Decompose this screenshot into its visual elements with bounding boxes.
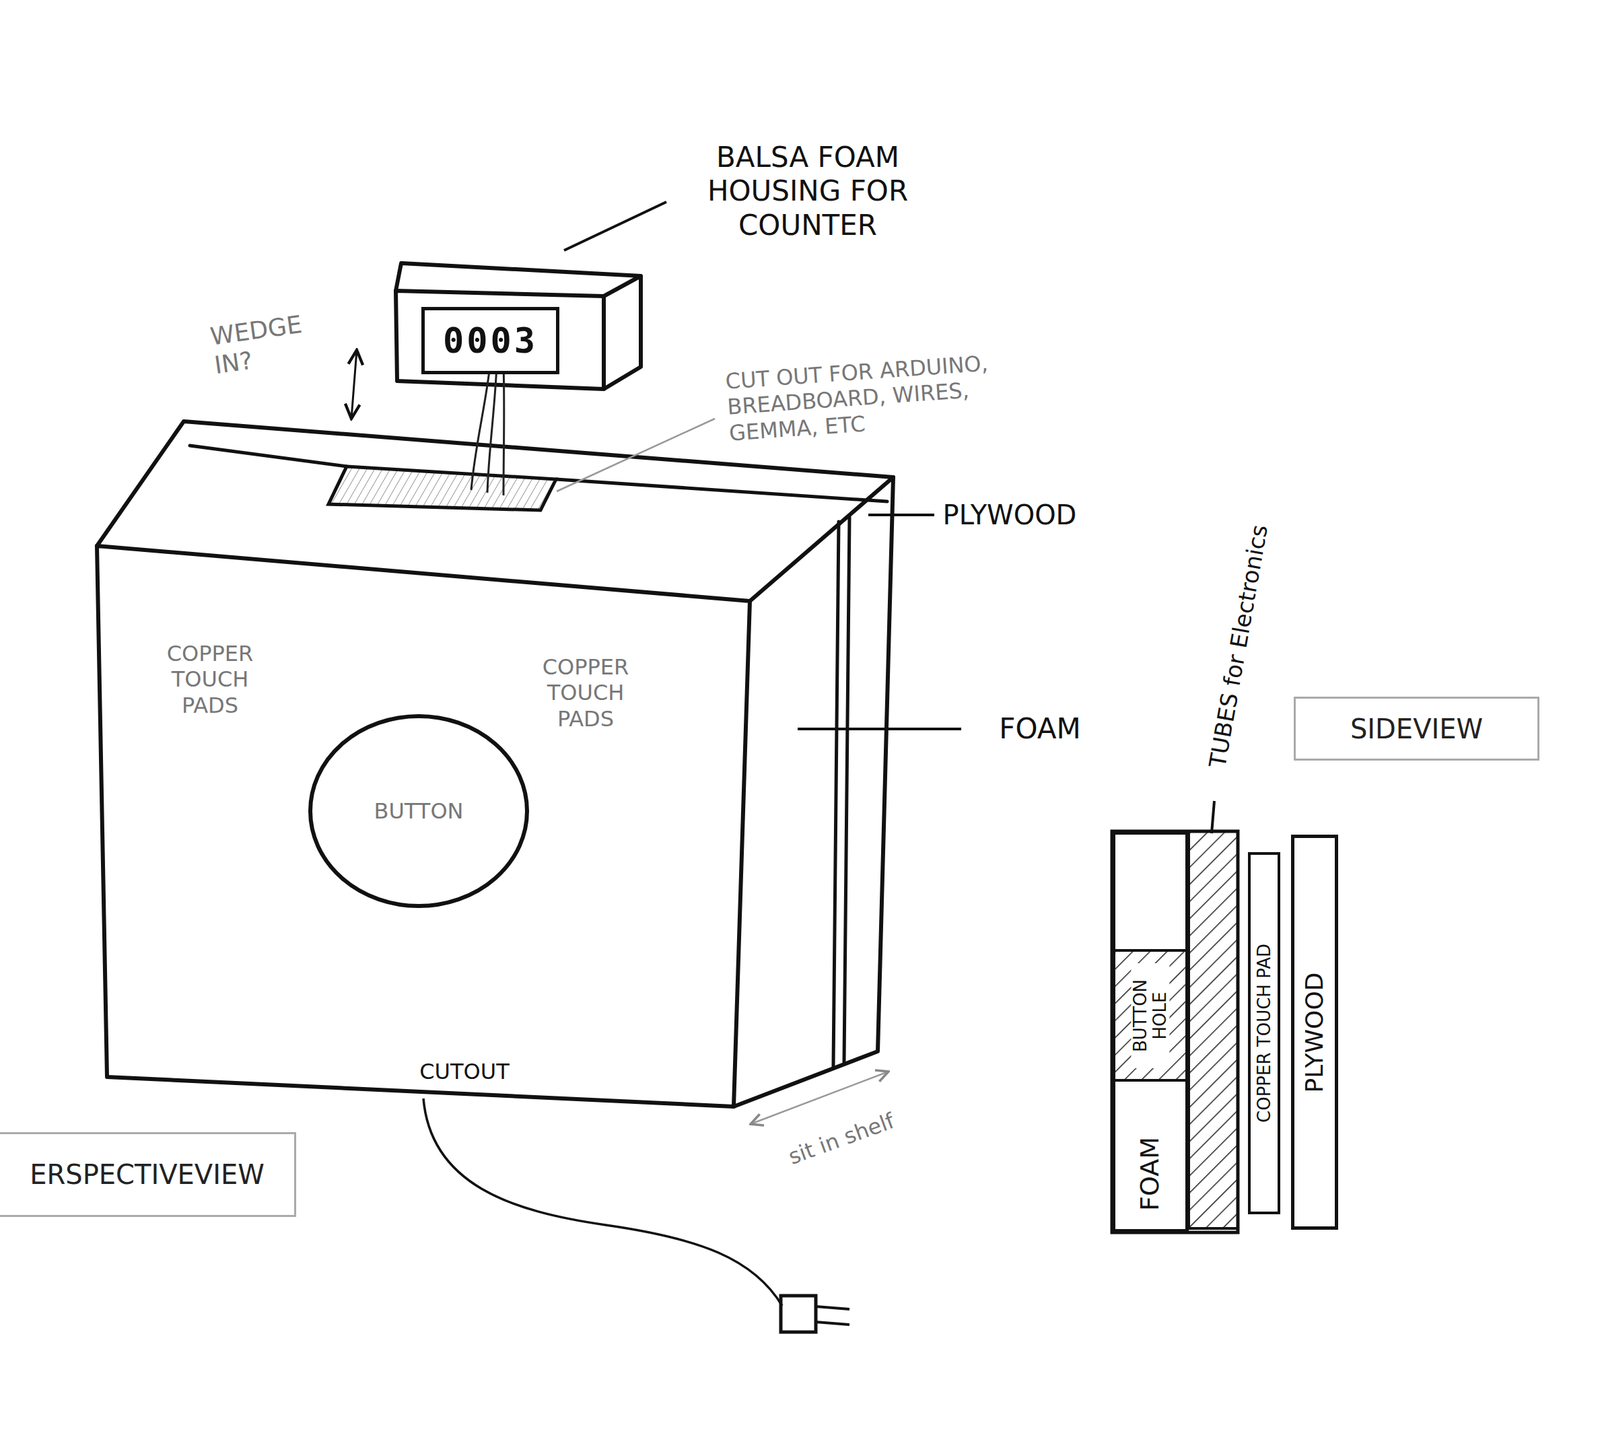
part-name: PLYWOOD [943,498,1077,532]
node-text: PLYWOOD [1301,971,1329,1093]
front-face [96,545,750,1107]
node-text: SIDEVIEW [1350,712,1483,746]
callout-label: TUBES for Electronics [1203,522,1274,770]
top-groove-line [555,479,888,502]
leader-line [564,201,667,251]
part-name: COPPER TOUCH PADS [152,640,268,719]
counter-display: 0003 [421,306,560,375]
part-name: FOAM [998,712,1081,746]
plywood-layer: PLYWOOD [1291,834,1339,1230]
leader-line [556,418,715,492]
housing-top [395,263,641,297]
button-ellipse [310,716,528,907]
note-label: WEDGE IN? [208,306,330,380]
note-label: sit in shelf [784,1107,898,1170]
node-text: BUTTON [373,798,464,824]
leader-line [868,513,935,517]
wire [502,364,506,496]
foam-layer: FOAM BUTTON HOLE [1111,831,1189,1233]
top-groove-line [189,445,347,467]
wedge-arrow [351,350,357,419]
leader-line [1211,801,1215,834]
node-text: ERSPECTIVEVIEW [29,1158,265,1191]
node-text: FOAM [1136,1136,1165,1211]
hatch-rect [1114,951,1187,1080]
top-cutout [328,466,556,511]
copper-pad-layer: COPPER TOUCH PAD [1247,852,1281,1215]
view-label-box: SIDEVIEW [1293,696,1540,761]
power-plug [780,1295,816,1333]
callout-label: BALSA FOAM HOUSING FOR COUNTER [686,140,929,243]
counter-housing [395,263,641,390]
part-name: COPPER TOUCH PADS [528,654,643,732]
power-cord [423,1098,783,1306]
housing-side [603,275,641,390]
top-face [96,421,894,602]
button-circle: BUTTON [307,713,530,909]
side-foam-outline [1111,831,1238,1233]
node-text: 0003 [442,319,538,362]
plywood-panel-edge [844,516,850,1063]
wire [487,364,497,493]
view-label-box: ERSPECTIVEVIEW [0,1132,297,1217]
wire [471,364,491,491]
leader-line [797,727,962,731]
plywood-panel-edge [833,521,839,1067]
enclosure-box [96,421,894,1107]
button-hole: BUTTON HOLE [1111,949,1189,1082]
note-label: CUT OUT FOR ARDUINO, BREADBOARD, WIRES, … [724,348,1026,447]
tube-channel [1188,831,1238,1229]
node-text: COPPER TOUCH PAD [1254,943,1275,1123]
side-face [733,477,894,1107]
part-name: CUTOUT [419,1058,509,1085]
housing-front [395,290,604,390]
wires [471,364,505,496]
plug-prongs [815,1306,850,1325]
node-text: BUTTON HOLE [1130,963,1170,1069]
